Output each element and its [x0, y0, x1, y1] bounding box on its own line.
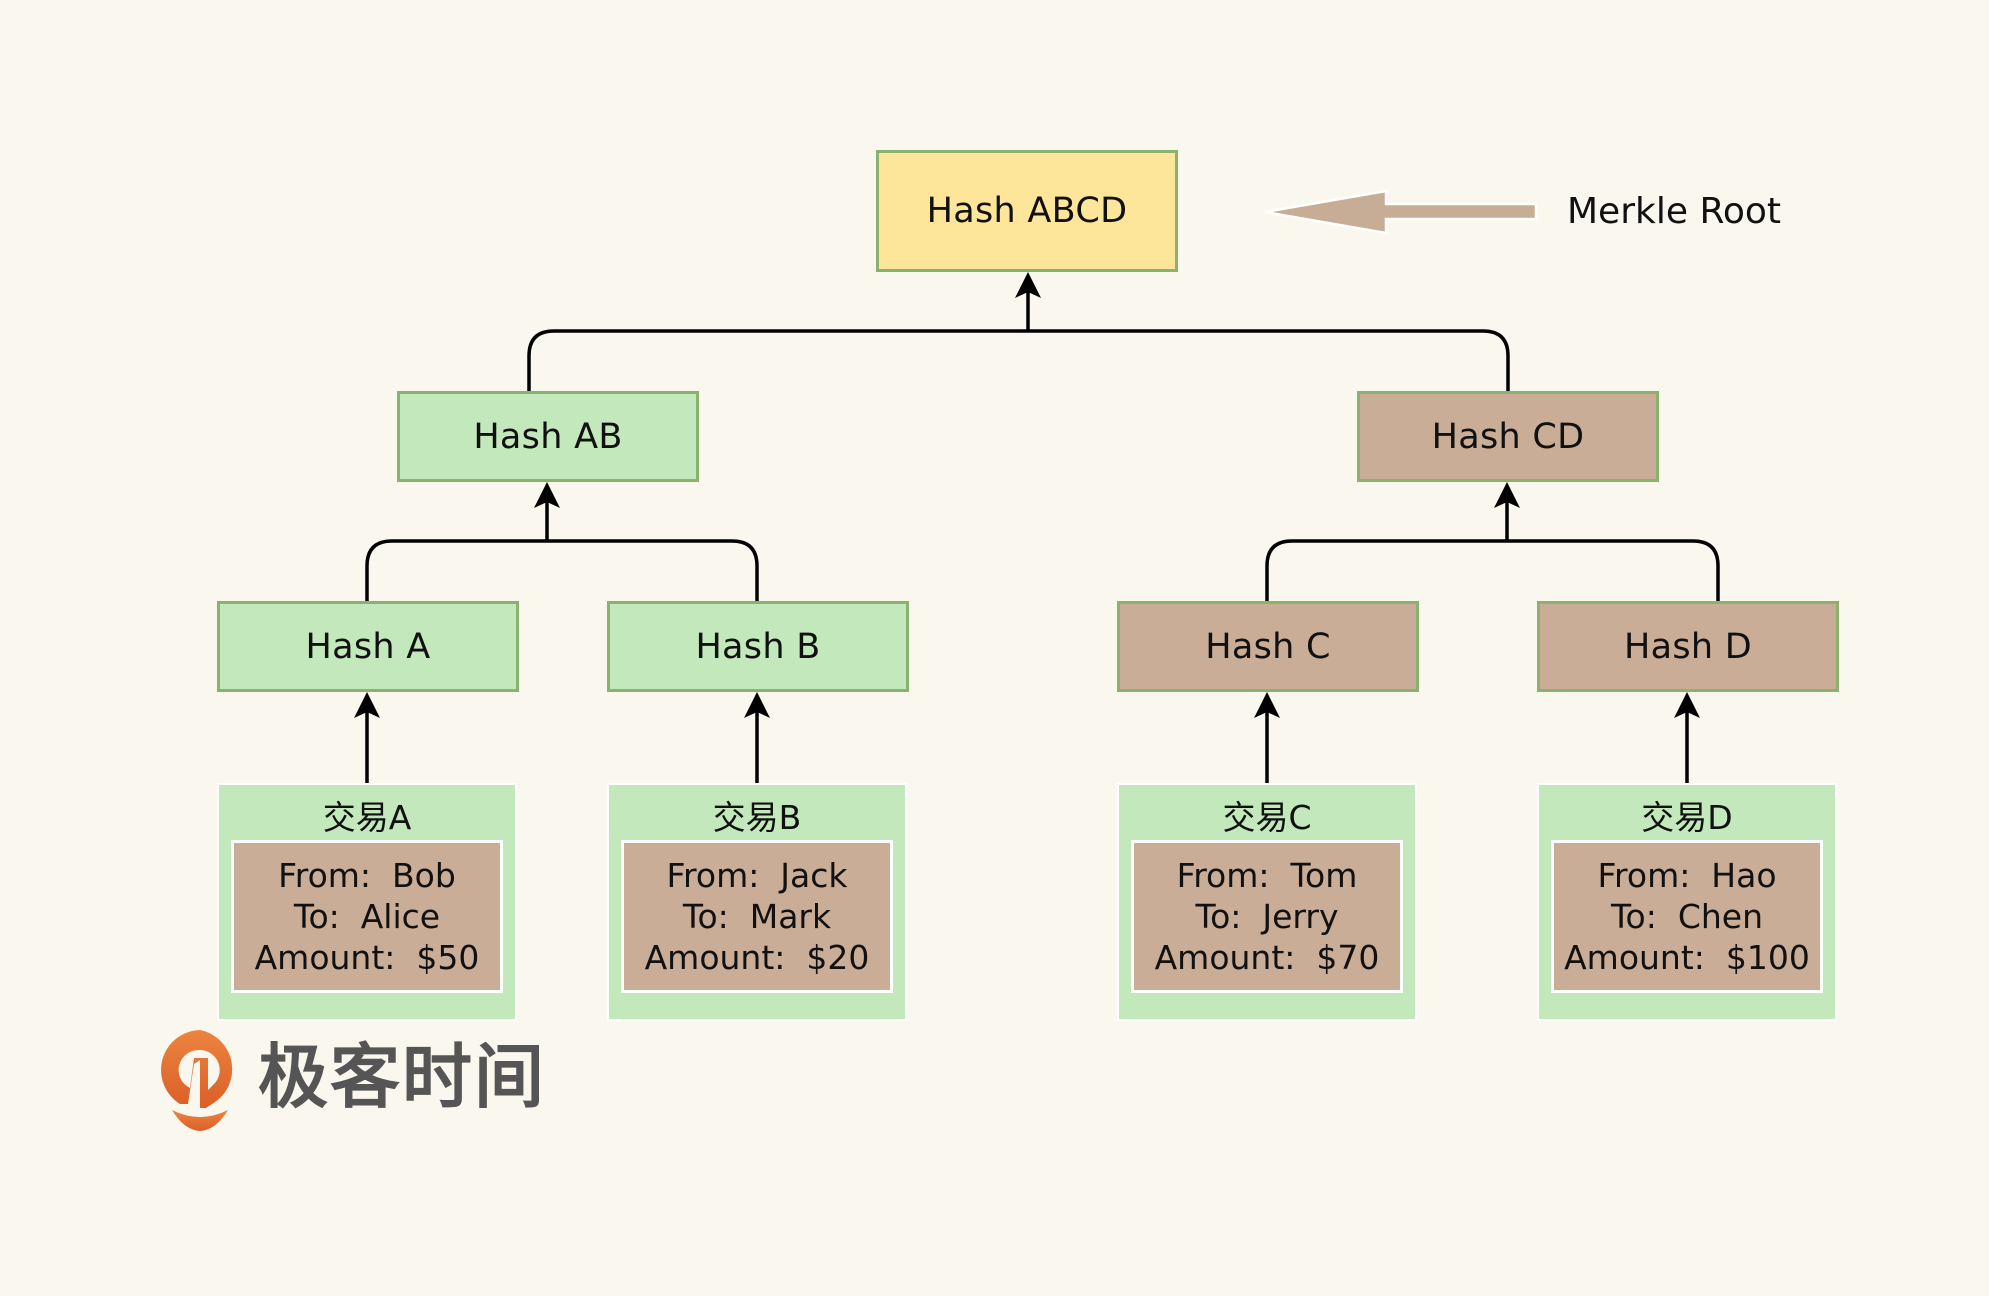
transaction-to: To: Jerry: [1195, 897, 1339, 936]
transaction-d: 交易D From: Hao To: Chen Amount: $100: [1537, 783, 1837, 1021]
edge-c-d-to-cd: [1265, 539, 1720, 601]
transaction-amount: Amount: $100: [1564, 938, 1810, 977]
geektime-logo: 极客时间: [150, 1024, 580, 1134]
transaction-amount: Amount: $50: [254, 938, 480, 977]
node-label: Hash CD: [1431, 416, 1585, 457]
node-label: Hash D: [1623, 626, 1753, 667]
transaction-from: From: Bob: [278, 856, 456, 895]
transaction-to: To: Mark: [682, 897, 832, 936]
merkle-root-pointer-arrow: [1264, 189, 1538, 235]
arrowhead-root: [1015, 272, 1041, 298]
transaction-a: 交易A From: Bob To: Alice Amount: $50: [217, 783, 517, 1021]
arrowhead-a: [354, 692, 380, 718]
transaction-title: 交易A: [322, 798, 412, 837]
transaction-title: 交易B: [712, 798, 802, 837]
node-label: Hash C: [1205, 626, 1331, 667]
transaction-b: 交易B From: Jack To: Mark Amount: $20: [607, 783, 907, 1021]
arrowhead-cd: [1494, 482, 1520, 508]
arrowhead-d: [1674, 692, 1700, 718]
transaction-from: From: Jack: [666, 856, 848, 895]
node-hash-abcd: Hash ABCD: [876, 150, 1178, 272]
transaction-from: From: Hao: [1597, 856, 1777, 895]
transaction-to: To: Chen: [1610, 897, 1763, 936]
transaction-details: From: Tom To: Jerry Amount: $70: [1131, 840, 1403, 993]
node-label: Hash A: [305, 626, 431, 667]
edge-a-b-to-ab: [365, 539, 759, 601]
node-hash-a: Hash A: [217, 601, 519, 692]
transaction-amount: Amount: $20: [644, 938, 870, 977]
transaction-amount: Amount: $70: [1154, 938, 1380, 977]
transaction-title: 交易C: [1222, 798, 1312, 837]
node-hash-b: Hash B: [607, 601, 909, 692]
node-hash-cd: Hash CD: [1357, 391, 1659, 482]
transaction-c: 交易C From: Tom To: Jerry Amount: $70: [1117, 783, 1417, 1021]
node-label: Hash AB: [473, 416, 623, 457]
node-hash-c: Hash C: [1117, 601, 1419, 692]
transaction-title: 交易D: [1641, 798, 1733, 837]
node-hash-ab: Hash AB: [397, 391, 699, 482]
transaction-details: From: Hao To: Chen Amount: $100: [1551, 840, 1823, 993]
transaction-details: From: Jack To: Mark Amount: $20: [621, 840, 893, 993]
merkle-root-label: Merkle Root: [1567, 191, 1782, 232]
transaction-to: To: Alice: [293, 897, 441, 936]
arrowhead-c: [1254, 692, 1280, 718]
edge-ab-to-root: [527, 329, 1510, 391]
node-label: Hash B: [695, 626, 821, 667]
arrowhead-ab: [534, 482, 560, 508]
node-label: Hash ABCD: [926, 191, 1128, 231]
node-hash-d: Hash D: [1537, 601, 1839, 692]
geektime-logo-text: 极客时间: [258, 1036, 546, 1118]
geektime-logo-icon: [161, 1030, 233, 1131]
transaction-details: From: Bob To: Alice Amount: $50: [231, 840, 503, 993]
transaction-from: From: Tom: [1176, 856, 1358, 895]
arrowhead-b: [744, 692, 770, 718]
